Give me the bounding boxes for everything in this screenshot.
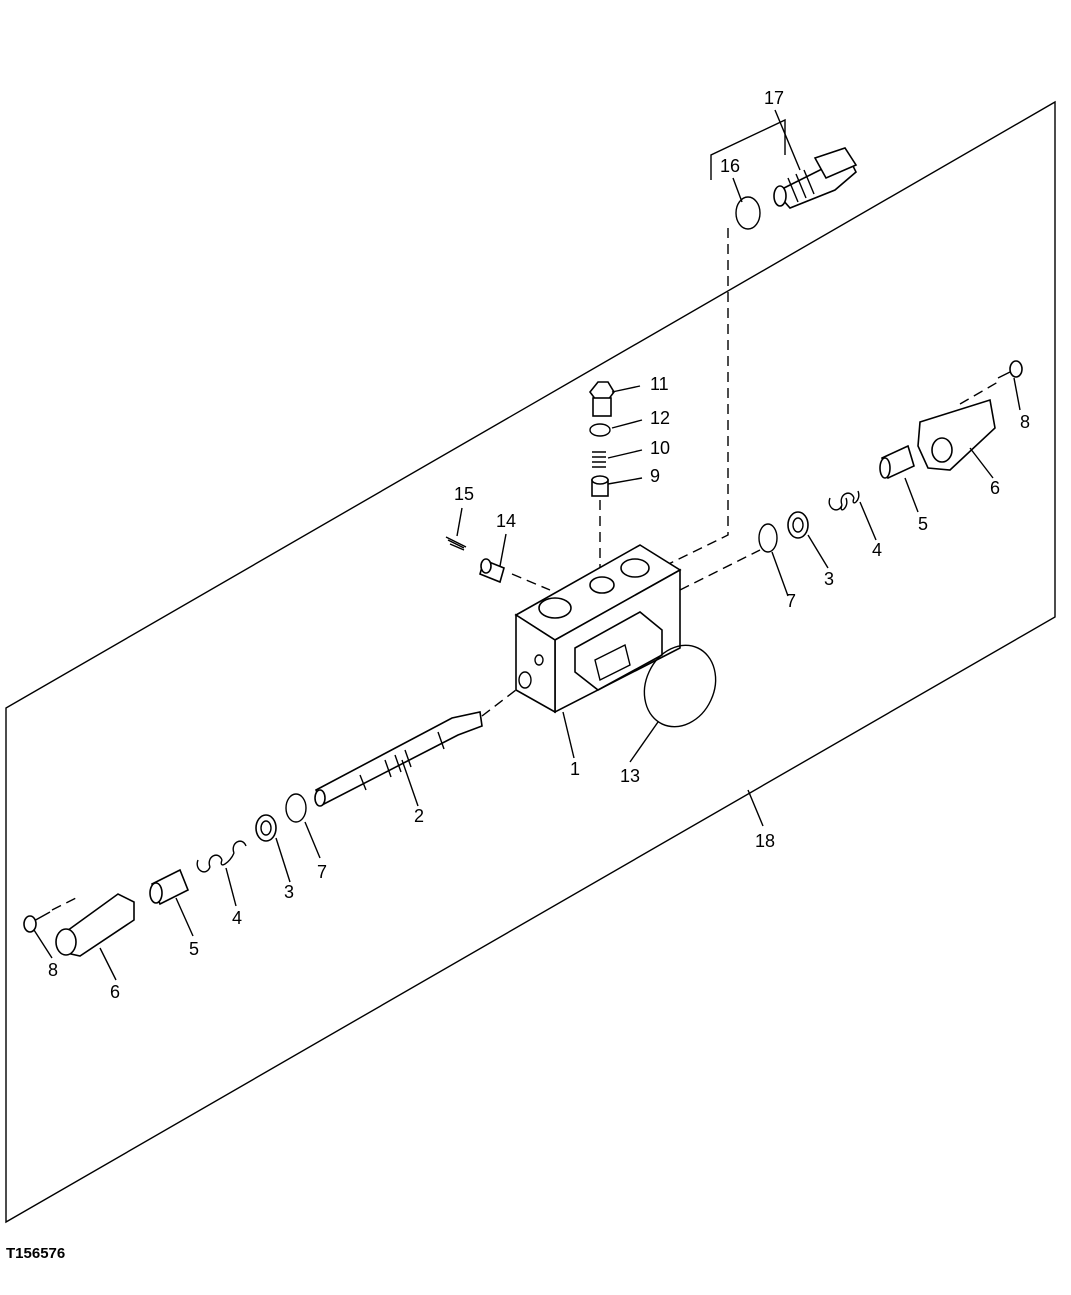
plug-11 [588,381,615,417]
callout-labels: 17 16 11 12 10 9 15 14 8 6 5 4 3 7 1 13 … [48,88,1030,1002]
callout-5-left: 5 [189,939,199,959]
callout-11: 11 [650,374,669,394]
assembly-path-17 [639,228,729,579]
callout-12: 12 [650,408,670,428]
poppet-9 [591,475,609,497]
spring-10 [592,451,606,468]
bracket-17 [710,118,786,180]
cap-6-right [917,398,996,471]
relief-valve-17 [773,147,858,209]
callout-5-right: 5 [918,514,928,534]
callout-1: 1 [570,759,580,779]
callout-9: 9 [650,466,660,486]
callout-8-right: 8 [1020,412,1030,432]
callout-4-left: 4 [232,908,242,928]
spring-4-left [196,840,247,873]
spring-seat-5-right [879,444,915,480]
assembly-path-cap-right [959,381,999,405]
callout-3-right: 3 [824,569,834,589]
screw-8-right [997,360,1023,379]
o-ring-7-right [758,523,778,553]
callout-3-left: 3 [284,882,294,902]
figure-id: T156576 [6,1245,66,1262]
screw-8-left [23,911,51,933]
callout-10: 10 [650,438,670,458]
spool-2 [314,711,483,807]
seal-retainer-3-right [787,511,809,539]
cap-6-left [55,893,135,957]
assembly-path-14 [511,573,551,591]
callout-6-left: 6 [110,982,120,1002]
callout-13: 13 [620,766,640,786]
plug-14 [479,558,505,584]
o-ring-12 [589,423,611,437]
leader-lines [33,109,1021,981]
valve-section-block-1 [514,544,682,714]
assembly-path-cap-left [51,895,81,911]
spring-4-right [828,490,860,511]
seal-retainer-3-left [255,814,277,842]
callout-7-left: 7 [317,862,327,882]
callout-6-right: 6 [990,478,1000,498]
callout-18: 18 [755,831,775,851]
o-ring-16 [735,196,761,230]
callout-8-left: 8 [48,960,58,980]
callout-2: 2 [414,806,424,826]
callout-7-right: 7 [786,591,796,611]
spring-seat-5-left [149,868,190,906]
o-ring-7-left [285,793,307,823]
kit-boundary-frame [5,100,1056,1224]
assembly-path-right [679,549,761,591]
o-ring-13 [643,644,717,728]
screw-15 [445,536,467,551]
callout-16: 16 [720,156,740,176]
callout-4-right: 4 [872,540,882,560]
callout-14: 14 [496,511,516,531]
assembly-path-spool [481,689,517,717]
callout-15: 15 [454,484,474,504]
callout-17: 17 [764,88,784,108]
